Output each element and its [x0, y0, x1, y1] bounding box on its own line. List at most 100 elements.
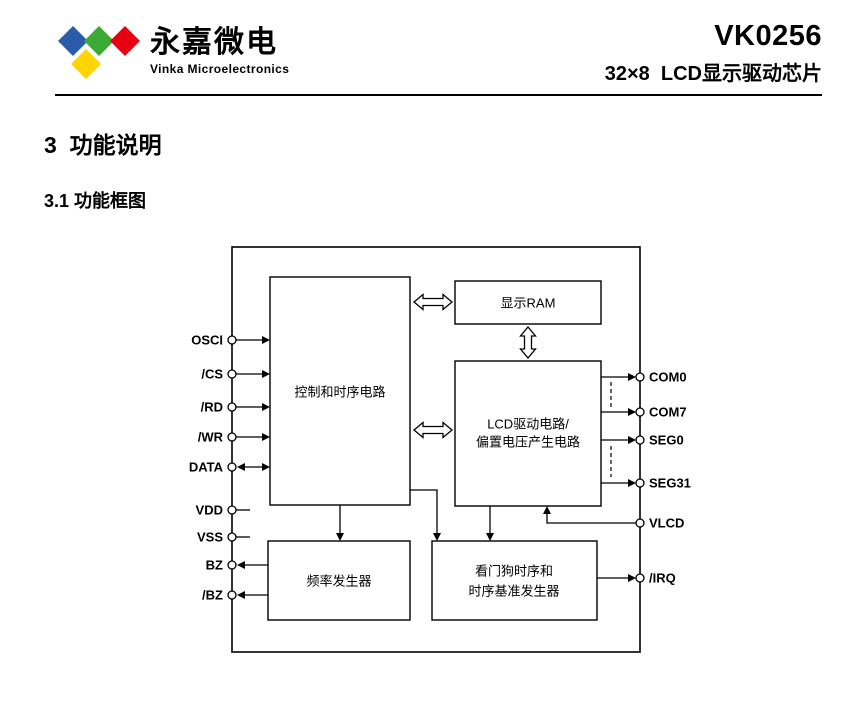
control-block: 控制和时序电路 [269, 276, 411, 506]
brand-subtitle: Vinka Microelectronics [150, 62, 290, 76]
pin-terminal [635, 478, 645, 488]
arrowhead-up [543, 506, 551, 514]
pin-terminal [635, 372, 645, 382]
pin-seg31: SEG31 [601, 476, 691, 491]
pin-label-cs: /CS [201, 367, 223, 382]
watchdog-label-line1: 看门狗时序和 [475, 564, 553, 579]
pin-vlcd: VLCD [543, 506, 684, 531]
pin-label-irq: /IRQ [649, 571, 676, 586]
pin-label-seg31: SEG31 [649, 476, 691, 491]
pin-irq: /IRQ [597, 571, 676, 586]
watchdog-box [431, 540, 598, 621]
arrowhead-right [628, 479, 636, 487]
arrowhead-right [628, 436, 636, 444]
pin-terminal [227, 505, 237, 515]
arrowhead-down [433, 533, 441, 541]
pin-label-bz: BZ [206, 558, 223, 573]
display-ram-box [454, 280, 602, 325]
pin-label-com0: COM0 [649, 370, 687, 385]
section-heading: 3 功能说明 [44, 132, 162, 158]
pin-label-com7: COM7 [649, 405, 687, 420]
arrowhead-right [628, 574, 636, 582]
double-arrow-control-ram [412, 293, 454, 311]
arrowhead-left [237, 591, 245, 599]
subsection-heading: 3.1 功能框图 [44, 191, 147, 211]
arrowhead-right [262, 463, 270, 471]
pin-label-vss: VSS [197, 530, 223, 545]
pin-terminal [635, 407, 645, 417]
pin-wr: /WR [198, 430, 270, 445]
lcd-driver-block: LCD驱动电路/ 偏置电压产生电路 [454, 360, 602, 507]
logo-diamond-yellow [71, 49, 101, 79]
pin-label-wr: /WR [198, 430, 224, 445]
lcd-driver-label-line2: 偏置电压产生电路 [476, 435, 580, 450]
pin-terminal [227, 462, 237, 472]
part-description: 32×8 LCD显示驱动芯片 [604, 63, 822, 85]
arrowhead-right [262, 336, 270, 344]
pin-vdd: VDD [196, 503, 250, 518]
arrowhead-down [486, 533, 494, 541]
pin-com0: COM0 [601, 370, 687, 385]
pin-terminal [635, 435, 645, 445]
arrowhead-left [237, 463, 245, 471]
part-block: VK0256 32×8 LCD显示驱动芯片 [605, 20, 822, 86]
header-divider [55, 94, 822, 96]
connector-control-to-watchdog [410, 489, 441, 541]
connector-control-to-freq [336, 505, 344, 541]
pin-terminal [227, 432, 237, 442]
wire [546, 514, 636, 524]
pin-label-bzn: /BZ [202, 588, 223, 603]
lcd-driver-box [454, 360, 602, 507]
pin-seg0: SEG0 [601, 433, 684, 448]
logo-diamond-red [110, 26, 140, 56]
pin-rd: /RD [201, 400, 270, 415]
part-number: VK0256 [714, 20, 822, 52]
frequency-generator-label: 频率发生器 [306, 574, 371, 589]
connector-lcd-to-watchdog [486, 506, 494, 541]
double-arrow-ram-lcd [519, 325, 537, 360]
logo-diamond-green [84, 26, 114, 56]
pin-bz: BZ [206, 558, 268, 573]
arrowhead-right [262, 370, 270, 378]
arrowhead-right [628, 373, 636, 381]
control-block-label: 控制和时序电路 [294, 385, 385, 400]
pin-terminal [635, 573, 645, 583]
pin-bzn: /BZ [202, 588, 268, 603]
pin-label-vdd: VDD [196, 503, 223, 518]
double-arrow-control-lcd [412, 421, 454, 439]
pin-label-vlcd: VLCD [649, 516, 684, 531]
vinka-logo-icon [58, 26, 140, 79]
pin-label-rd: /RD [201, 400, 223, 415]
pin-label-seg0: SEG0 [649, 433, 684, 448]
display-ram-label: 显示RAM [501, 296, 556, 311]
watchdog-label-line2: 时序基准发生器 [468, 584, 559, 599]
display-ram-block: 显示RAM [454, 280, 602, 325]
arrowhead-right [262, 403, 270, 411]
pin-terminal [635, 518, 645, 528]
frequency-generator-box [267, 540, 411, 621]
pin-cs: /CS [201, 367, 270, 382]
pin-label-osci: OSCI [191, 333, 223, 348]
pin-com7: COM7 [601, 405, 687, 420]
pin-terminal [227, 402, 237, 412]
arrowhead-right [628, 408, 636, 416]
pin-data: DATA [189, 460, 270, 475]
arrowhead-right [262, 433, 270, 441]
pin-terminal [227, 590, 237, 600]
pin-terminal [227, 369, 237, 379]
frequency-generator-block: 频率发生器 [267, 540, 411, 621]
block-diagram: 控制和时序电路 显示RAM LCD驱动电路/ 偏置电压产生电路 频率发生器 看门… [189, 246, 691, 653]
lcd-driver-label-line1: LCD驱动电路/ [487, 417, 569, 432]
pin-osci: OSCI [191, 333, 270, 348]
pin-terminal [227, 532, 237, 542]
arrowhead-left [237, 561, 245, 569]
arrowhead-down [336, 533, 344, 541]
brand-name: 永嘉微电 [150, 26, 278, 59]
pin-terminal [227, 335, 237, 345]
pin-label-data: DATA [189, 460, 224, 475]
watchdog-block: 看门狗时序和 时序基准发生器 [431, 540, 598, 621]
logo-diamond-blue [58, 26, 88, 56]
pin-vss: VSS [197, 530, 250, 545]
pin-terminal [227, 560, 237, 570]
